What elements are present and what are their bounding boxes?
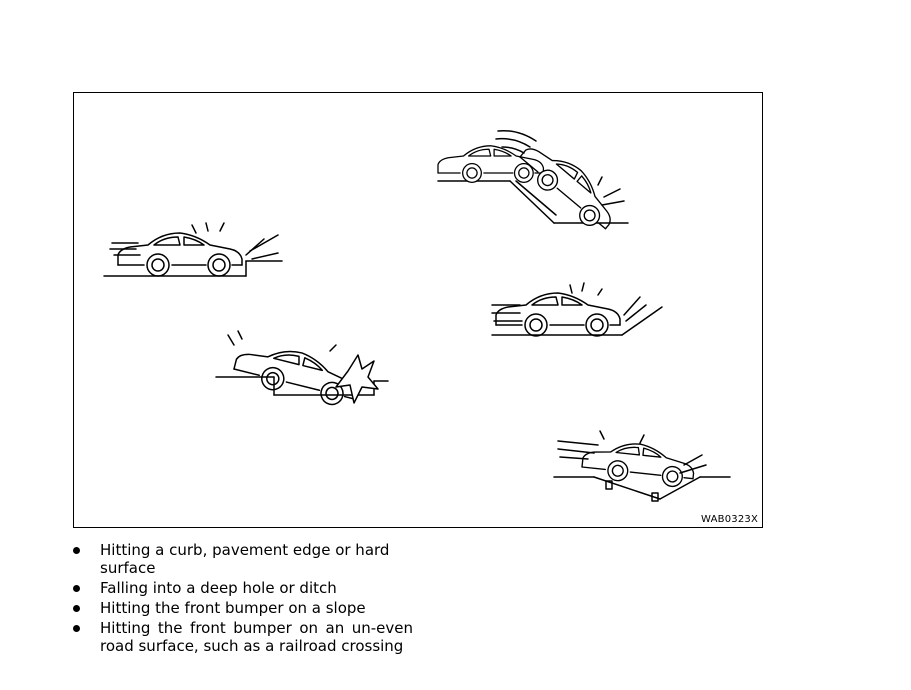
car-rough-road-icon xyxy=(553,430,731,502)
bullet-dot-icon xyxy=(73,547,80,554)
bullet-text: Hitting a curb, pavement edge or hard su… xyxy=(100,541,390,577)
bullet-text: Hitting the front bumper on an un-even r… xyxy=(100,619,413,655)
bullet-text: Hitting the front bumper on a slope xyxy=(100,599,366,617)
list-item: Hitting a curb, pavement edge or hard su… xyxy=(73,541,413,577)
bullet-text: Falling into a deep hole or ditch xyxy=(100,579,337,597)
bullet-list: Hitting a curb, pavement edge or hard su… xyxy=(73,541,413,657)
car-slope-bumper-icon xyxy=(491,282,663,337)
illustration-svg xyxy=(103,129,731,502)
illustration-frame: WAB0323X xyxy=(73,92,763,528)
car-hole-impact-icon xyxy=(215,330,389,411)
list-item: Hitting the front bumper on an un-even r… xyxy=(73,619,413,655)
bullet-dot-icon xyxy=(73,605,80,612)
bullet-dot-icon xyxy=(73,585,80,592)
list-item: Hitting the front bumper on a slope xyxy=(73,599,413,617)
car-curb-impact-icon xyxy=(103,222,283,277)
car-downhill-ditch-icon xyxy=(437,129,629,237)
list-item: Falling into a deep hole or ditch xyxy=(73,579,413,597)
figure-code: WAB0323X xyxy=(701,514,758,525)
bullet-dot-icon xyxy=(73,625,80,632)
